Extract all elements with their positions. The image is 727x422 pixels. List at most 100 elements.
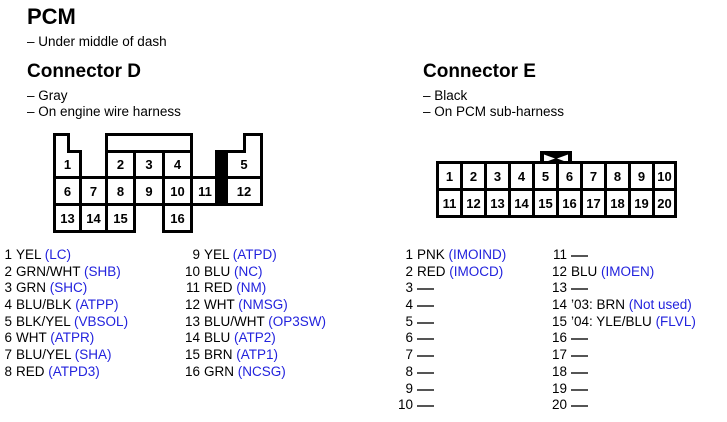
pin-number: 10 [397,397,413,413]
not-connected-dash [417,321,434,324]
connector-e-heading: Connector E [423,61,536,82]
connector-cavity-16: 16 [556,188,583,218]
connector-cavity-6: 6 [53,176,82,206]
pin-wire-color: GRN (SHC) [16,280,88,296]
not-connected-dash [571,405,588,408]
pin-signal-name: (NM) [236,280,267,296]
pin-number: 1 [4,247,12,262]
connector-cavity-14: 14 [79,203,108,233]
pin-number: 6 [4,330,12,346]
pin-wire-color: BLK/YEL (VBSOL) [16,313,129,329]
pin-wire-color: BLU (ATP2) [204,330,276,346]
not-connected-dash [417,305,434,308]
pin-number: 9 [192,247,200,262]
pin-signal-name: (IMOEN) [601,263,655,279]
connector-d-heading: Connector D [27,61,141,82]
pin-signal-name: (ATP1) [236,347,279,363]
pin-row-16: 16 [551,330,696,347]
pin-row-9: 9 [397,381,506,398]
connector-cavity-1: 1 [53,150,82,179]
page-subtitle: – Under middle of dash [27,34,167,49]
pin-number: 11 [185,280,200,296]
connector-cavity-5: 5 [225,150,263,179]
connector-d-key-bar [215,150,227,206]
pin-number: 16 [551,330,567,346]
connector-cavity-17: 17 [580,188,607,218]
pin-row-5: 5 [397,314,506,331]
pin-signal-name: (ATPD) [232,247,277,262]
pin-number: 17 [551,347,567,363]
connector-cavity-12: 12 [460,188,487,218]
pin-row-20: 20 [551,397,696,414]
pin-number: 8 [4,363,12,379]
pin-number: 8 [405,363,413,379]
pin-number: 12 [551,263,567,279]
not-connected-dash [417,288,434,291]
pin-number: 14 [551,297,567,313]
pin-number: 6 [405,330,413,346]
pin-row-3: 3 [397,280,506,297]
pin-row-11: 11 [551,247,696,264]
pin-row-10: 10 [397,397,506,414]
pin-wire-color: BLU/YEL (SHA) [16,347,112,363]
connector-cavity-3: 3 [484,161,511,191]
connector-cavity-9: 9 [628,161,655,191]
pin-signal-name: (NC) [234,263,263,279]
pin-row-17: 17 [551,347,696,364]
connector-d-notch-left [53,133,70,153]
connector-cavity-11: 11 [436,188,463,218]
connector-cavity-8: 8 [105,176,136,206]
connector-cavity-15: 15 [105,203,136,233]
pin-signal-name: (SHC) [49,280,88,296]
pin-number: 4 [4,297,12,313]
pin-row-15: 15’04: YLE/BLU (FLVL) [551,314,696,331]
pin-number: 19 [551,380,567,396]
pin-wire-color: GRN/WHT (SHB) [16,263,121,279]
latch-bowtie-icon [544,154,568,162]
connector-cavity-1: 1 [436,161,463,191]
connector-cavity-2: 2 [460,161,487,191]
connector-cavity-3: 3 [133,150,165,179]
pin-number: 15 [551,313,567,329]
pin-number: 7 [405,347,413,363]
pin-signal-name: (IMOCD) [449,263,504,279]
pin-signal-name: (ATP2) [234,330,276,346]
pin-row-18: 18 [551,364,696,381]
pin-row-6: 6 [397,330,506,347]
connector-cavity-12: 12 [225,176,263,206]
pin-wire-color: WHT (NMSG) [204,297,288,313]
pin-row-4: 4 [397,297,506,314]
pin-signal-name: (NMSG) [238,297,288,313]
not-connected-dash [571,388,588,391]
pin-number: 14 [184,330,200,346]
connector-d-note-color: – Gray [27,88,68,103]
connector-cavity-18: 18 [604,188,631,218]
pin-signal-name: (OP3SW) [268,313,327,329]
connector-cavity-8: 8 [604,161,631,191]
pin-signal-name: (ATPP) [75,297,119,313]
pin-signal-name: (VBSOL) [74,313,129,329]
connector-d-notch-right [243,133,263,153]
pin-signal-name: (LC) [44,247,72,262]
pin-wire-color: WHT (ATPR) [16,330,95,346]
not-connected-dash [571,355,588,358]
pin-wire-color: BLU (IMOEN) [571,263,655,279]
connector-cavity-4: 4 [508,161,535,191]
pin-wire-color: RED (ATPD3) [16,363,100,379]
connector-cavity-7: 7 [79,176,108,206]
pin-number: 5 [405,313,413,329]
pin-wire-color: BLU/BLK (ATPP) [16,297,119,313]
pin-number: 12 [184,297,200,313]
